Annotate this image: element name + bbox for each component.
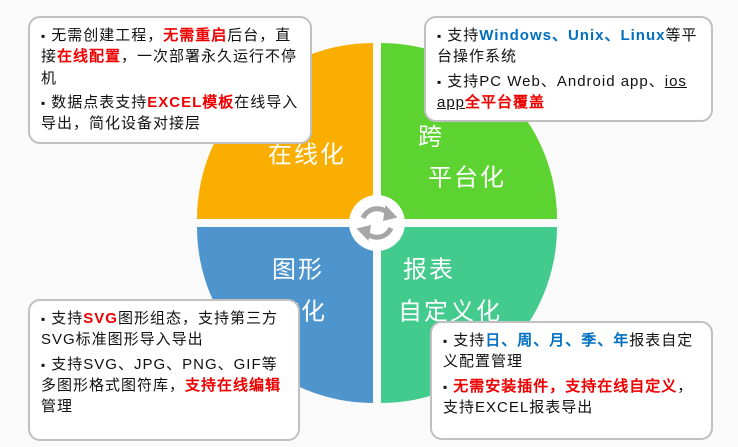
bullet-item: ▪支持SVG、JPG、PNG、GIF等多图形格式图符库，支持在线编辑管理 (41, 354, 287, 418)
sync-cycle-icon (348, 194, 406, 252)
quadrant-label-cross-line2: 平台化 (428, 164, 506, 192)
bullet-marker: ▪ (437, 29, 443, 43)
bullet-text: 支持SVG图形组态，支持第三方SVG标准图形导入导出 (41, 310, 278, 349)
bullet-marker: ▪ (437, 74, 443, 89)
bullet-item: ▪支持SVG图形组态，支持第三方SVG标准图形导入导出 (41, 308, 287, 351)
bullet-text: 支持PC Web、Android app、ios app全平台覆盖 (437, 72, 687, 111)
bullet-item: ▪无需创建工程，无需重启后台，直接在线配置，一次部署永久运行不停机 (41, 25, 299, 89)
bullet-marker: ▪ (41, 312, 47, 326)
bullet-item: ▪支持PC Web、Android app、ios app全平台覆盖 (437, 71, 700, 114)
bullet-item: ▪数据点表支持EXCEL模板在线导入导出，简化设备对接层 (41, 92, 299, 135)
quadrant-label-online: 在线化 (268, 141, 346, 169)
bullet-marker: ▪ (443, 334, 449, 348)
bullet-item: ▪支持Windows、Unix、Linux等平台操作系统 (437, 25, 700, 68)
bullet-text: 无需创建工程，无需重启后台，直接在线配置，一次部署永久运行不停机 (41, 27, 298, 87)
quadrant-label-report-line1: 报表 (403, 256, 455, 284)
callout-online: ▪无需创建工程，无需重启后台，直接在线配置，一次部署永久运行不停机 ▪数据点表支… (28, 16, 312, 144)
bullet-marker: ▪ (41, 29, 47, 43)
bullet-item: ▪支持日、周、月、季、年报表自定义配置管理 (443, 330, 700, 373)
bullet-marker: ▪ (41, 357, 47, 372)
bullet-text: 支持日、周、月、季、年报表自定义配置管理 (443, 332, 694, 371)
bullet-item: ▪无需安装插件，支持在线自定义，支持EXCEL报表导出 (443, 376, 700, 419)
callout-cross-platform: ▪支持Windows、Unix、Linux等平台操作系统 ▪支持PC Web、A… (424, 16, 713, 123)
bullet-text: 无需安装插件，支持在线自定义，支持EXCEL报表导出 (443, 377, 694, 416)
bullet-text: 支持Windows、Unix、Linux等平台操作系统 (437, 27, 698, 66)
bullet-text: 数据点表支持EXCEL模板在线导入导出，简化设备对接层 (41, 93, 299, 133)
bullet-marker: ▪ (443, 379, 449, 394)
callout-graphic: ▪支持SVG图形组态，支持第三方SVG标准图形导入导出 ▪支持SVG、JPG、P… (28, 299, 300, 441)
callout-report: ▪支持日、周、月、季、年报表自定义配置管理 ▪无需安装插件，支持在线自定义，支持… (430, 321, 713, 440)
bullet-marker: ▪ (41, 95, 47, 110)
quadrant-label-cross-line1: 跨 (418, 123, 444, 151)
quadrant-label-graphic-line1: 图形 (272, 256, 324, 284)
bullet-text: 支持SVG、JPG、PNG、GIF等多图形格式图符库，支持在线编辑管理 (41, 355, 282, 416)
